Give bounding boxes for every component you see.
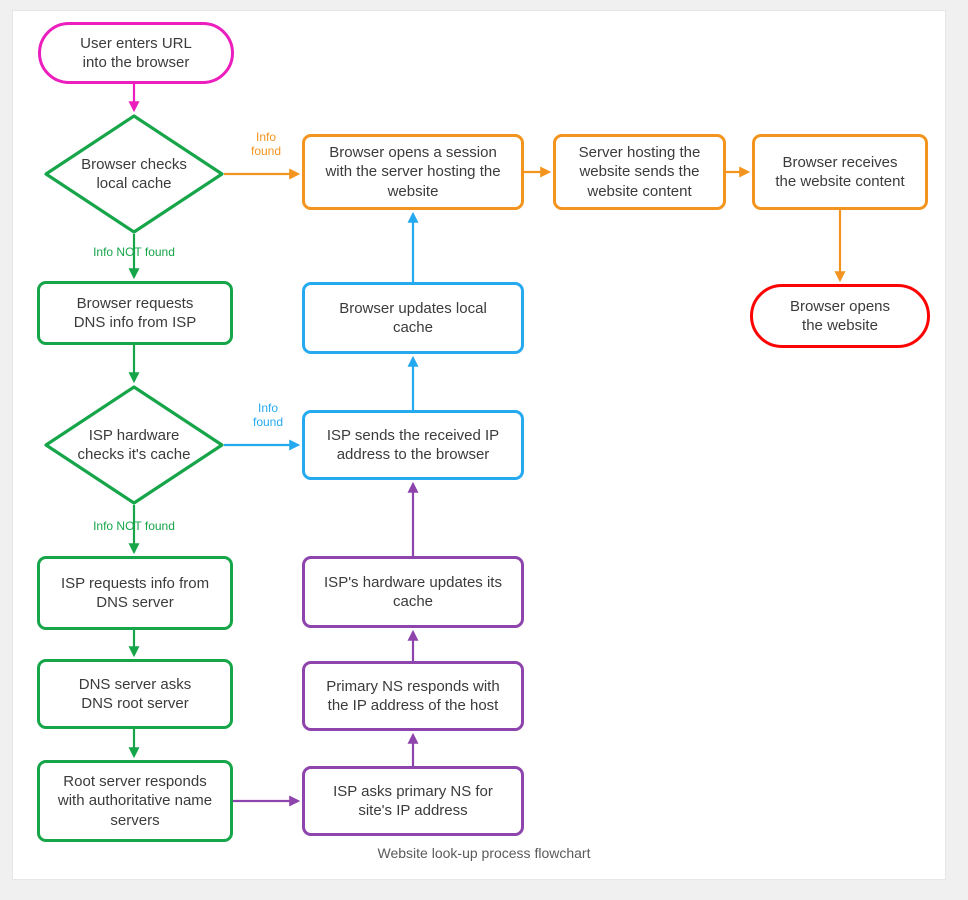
node-label: Browser requests DNS info from ISP: [73, 294, 197, 331]
node-label: Root server responds with authoritative …: [57, 773, 213, 829]
node-server-sends-content: Server hosting the website sends the web…: [553, 134, 726, 210]
node-label: Browser updates local cache: [339, 299, 487, 336]
node-dns-server-asks-root: DNS server asks DNS root server: [37, 659, 233, 729]
node-label: Browser opens a session with the server …: [325, 144, 501, 200]
node-label: ISP requests info from DNS server: [60, 574, 210, 611]
node-root-server-responds: Root server responds with authoritative …: [37, 760, 233, 842]
node-browser-updates-local-cache: Browser updates local cache: [302, 282, 524, 354]
node-label: User enters URL into the browser: [80, 34, 192, 71]
figure-caption: Website look-up process flowchart: [377, 845, 591, 861]
node-browser-receives-content: Browser receives the website content: [752, 134, 928, 210]
node-user-enters-url: User enters URL into the browser: [38, 22, 234, 84]
node-isp-asks-primary-ns: ISP asks primary NS for site's IP addres…: [302, 766, 524, 836]
node-label: Server hosting the website sends the web…: [578, 144, 701, 200]
node-isp-requests-info-dns-server: ISP requests info from DNS server: [37, 556, 233, 630]
node-label: Browser checks local cache: [81, 155, 187, 192]
node-label: DNS server asks DNS root server: [78, 675, 192, 712]
node-browser-opens-website: Browser opens the website: [750, 284, 930, 348]
node-label: ISP's hardware updates its cache: [324, 573, 502, 610]
node-label: ISP hardware checks it's cache: [77, 426, 191, 463]
edge-label-info-found-blue: Info found: [252, 401, 284, 430]
node-isp-hardware-checks-cache: ISP hardware checks it's cache: [44, 385, 224, 505]
node-label: ISP asks primary NS for site's IP addres…: [333, 782, 493, 819]
node-label: Browser receives the website content: [775, 153, 905, 190]
diamond-outline: [44, 114, 224, 234]
node-browser-checks-local-cache: Browser checks local cache: [44, 114, 224, 234]
edge-label-info-found-orange: Info found: [250, 130, 282, 159]
node-label: ISP sends the received IP address to the…: [326, 426, 500, 463]
edge-label-info-not-found-upper: Info NOT found: [93, 245, 175, 259]
node-browser-opens-session: Browser opens a session with the server …: [302, 134, 524, 210]
diamond-outline: [44, 385, 224, 505]
node-label: Primary NS responds with the IP address …: [326, 677, 500, 714]
node-isp-sends-ip-address: ISP sends the received IP address to the…: [302, 410, 524, 480]
node-browser-requests-dns-info: Browser requests DNS info from ISP: [37, 281, 233, 345]
node-primary-ns-responds: Primary NS responds with the IP address …: [302, 661, 524, 731]
edge-label-info-not-found-lower: Info NOT found: [93, 519, 175, 533]
node-label: Browser opens the website: [789, 297, 891, 334]
node-isp-hardware-updates-cache: ISP's hardware updates its cache: [302, 556, 524, 628]
